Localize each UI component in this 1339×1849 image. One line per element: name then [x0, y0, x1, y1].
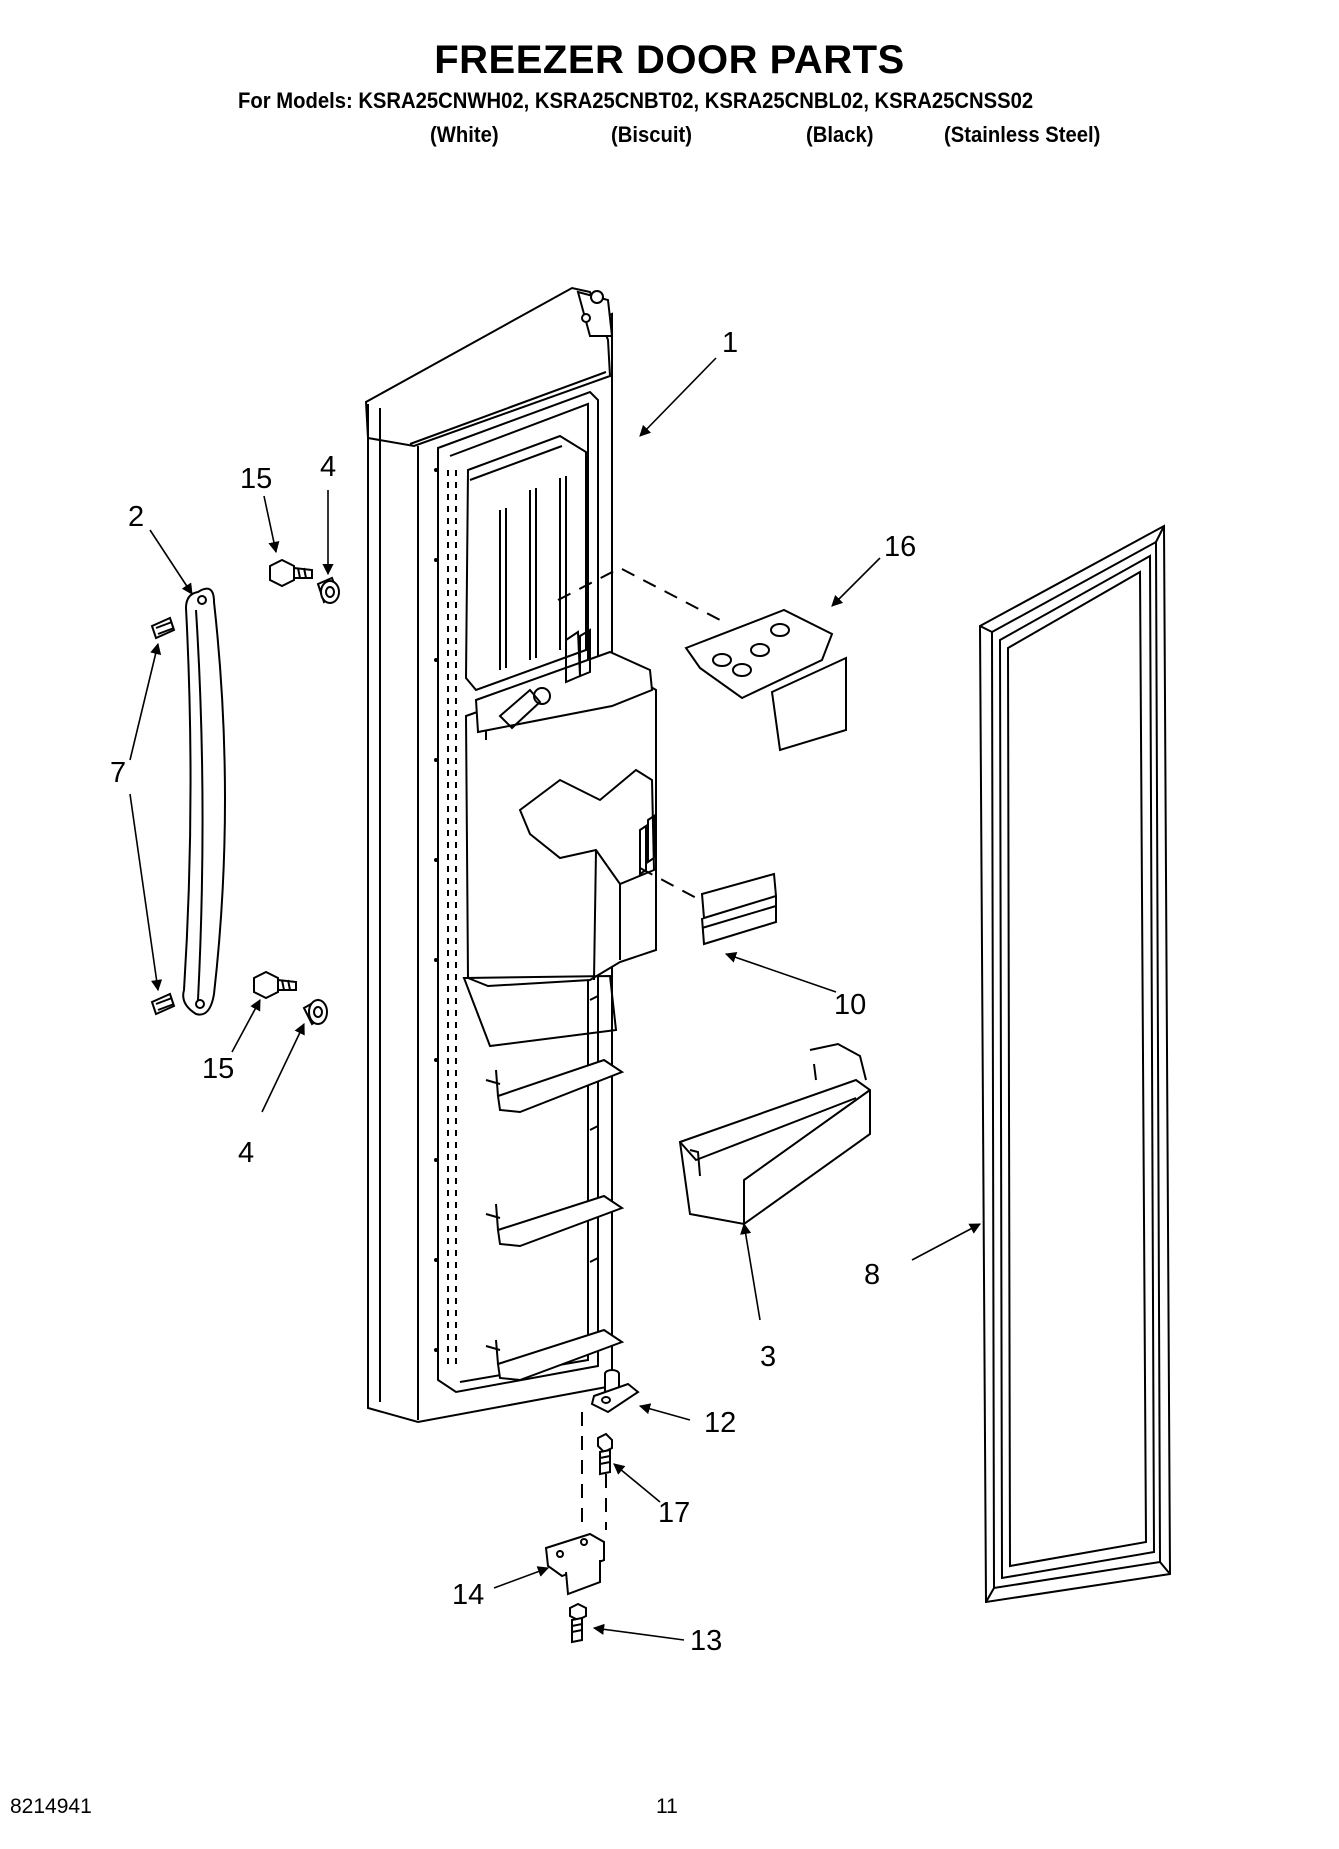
handle-spacer-lower: [302, 998, 328, 1026]
door-bin-part: [678, 1042, 871, 1226]
models-line: For Models: KSRA25CNWH02, KSRA25CNBT02, …: [238, 88, 1034, 113]
callout-12: 12: [704, 1407, 736, 1439]
dispenser-cover-part: [557, 566, 847, 752]
freezer-door-liner: [364, 286, 657, 1424]
callout-17: 17: [658, 1497, 690, 1529]
callout-16: 16: [884, 531, 916, 563]
callout-4-lower: 4: [238, 1137, 254, 1169]
door-gasket-part: [978, 524, 1172, 1604]
page-number: 11: [656, 1795, 678, 1818]
page-title: FREEZER DOOR PARTS: [434, 38, 905, 82]
handle-spacer-upper: [316, 576, 340, 604]
hinge-bracket-part: [544, 1532, 605, 1596]
callout-4-upper: 4: [320, 451, 336, 483]
door-handle-part: [150, 587, 226, 1016]
variant-black: (Black): [806, 122, 874, 147]
callout-15-lower: 15: [202, 1053, 234, 1085]
callout-2: 2: [128, 501, 144, 533]
callout-1: 1: [722, 327, 738, 359]
callout-10: 10: [834, 989, 866, 1021]
variant-biscuit: (Biscuit): [611, 122, 692, 147]
variant-stainless-steel: (Stainless Steel): [944, 122, 1101, 147]
handle-screw-lower: [150, 992, 176, 1016]
hinge-screw-13: [569, 1602, 587, 1644]
hinge-pin-part: [590, 1369, 640, 1414]
dispenser-pad-part: [639, 867, 778, 946]
handle-mount-screw-upper: [269, 558, 313, 588]
leader-arrows: [129, 357, 981, 1641]
callout-3: 3: [760, 1341, 776, 1373]
callout-13: 13: [690, 1625, 722, 1657]
hinge-alignment-lines: [581, 1412, 607, 1530]
document-number: 8214941: [10, 1795, 92, 1818]
callout-14: 14: [452, 1579, 484, 1611]
handle-screw-upper: [150, 616, 176, 640]
callout-7: 7: [110, 757, 126, 789]
callouts: 1 2 15 4 16 7 10 15 4 8 3 12 17 14 13: [110, 327, 916, 1657]
callout-8: 8: [864, 1259, 880, 1291]
handle-mount-screw-lower: [253, 970, 297, 1000]
variant-white: (White): [430, 122, 499, 147]
hinge-screw-17: [597, 1432, 613, 1476]
callout-15-upper: 15: [240, 463, 272, 495]
